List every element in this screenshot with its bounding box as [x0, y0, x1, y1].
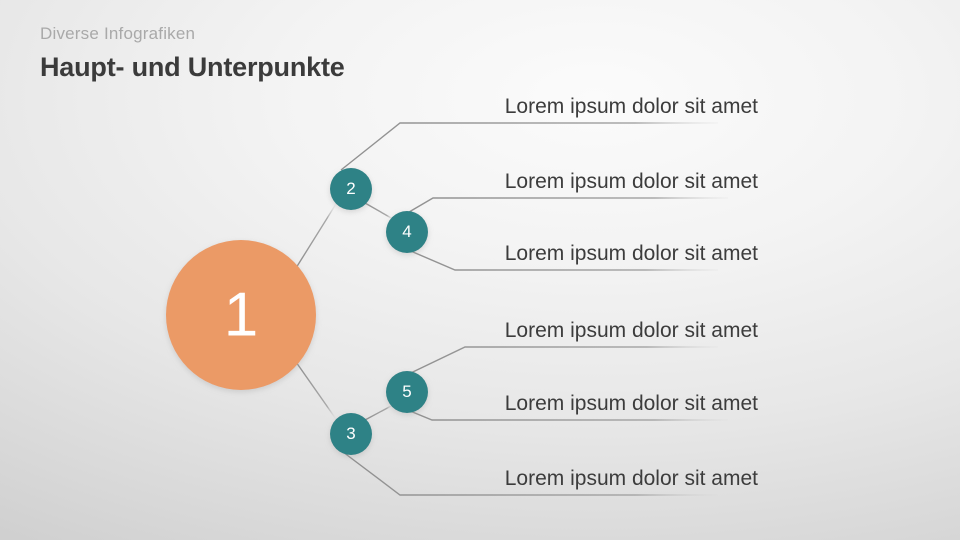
main-to-node3 — [295, 361, 337, 420]
item-text-2: Lorem ipsum dolor sit amet — [504, 170, 758, 193]
node2-to-item1 — [340, 122, 718, 171]
node-layer — [166, 168, 428, 455]
item-text-5: Lorem ipsum dolor sit amet — [504, 392, 758, 415]
page-title: Haupt- und Unterpunkte — [40, 52, 345, 82]
node4-to-item2 — [391, 197, 728, 223]
node3-to-item6 — [342, 451, 718, 496]
node-circle-1[interactable] — [166, 240, 316, 390]
node-circle-5[interactable] — [386, 371, 428, 413]
item-text-3: Lorem ipsum dolor sit amet — [504, 242, 758, 265]
node-circle-3[interactable] — [330, 413, 372, 455]
node5-to-item4 — [393, 346, 718, 382]
slide-kicker: Diverse Infografiken — [40, 24, 196, 43]
node3-to-node5 — [364, 404, 394, 421]
main-to-node2 — [295, 203, 337, 269]
node2-to-node4 — [364, 202, 394, 220]
item-text-1: Lorem ipsum dolor sit amet — [504, 95, 758, 118]
node-circle-2[interactable] — [330, 168, 372, 210]
item-text-4: Lorem ipsum dolor sit amet — [504, 319, 758, 342]
item-text-6: Lorem ipsum dolor sit amet — [504, 467, 758, 490]
node-circle-4[interactable] — [386, 211, 428, 253]
